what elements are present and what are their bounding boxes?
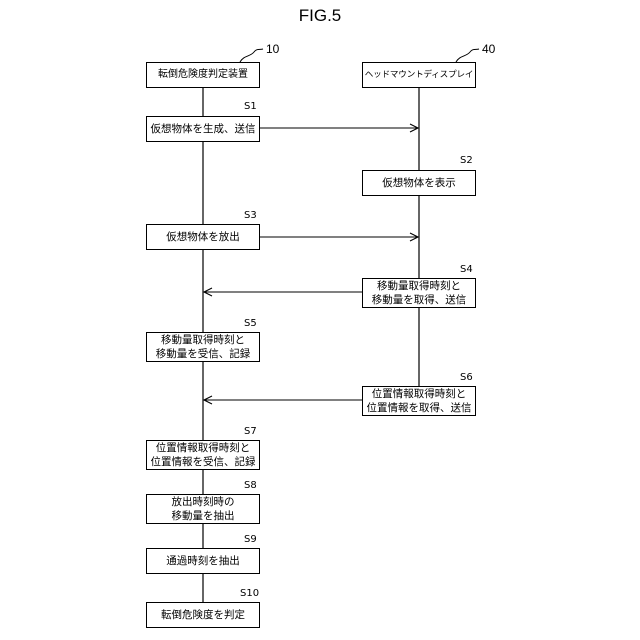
step-label-s4: S4: [460, 264, 473, 275]
right-ref-number: 40: [482, 42, 495, 56]
step-box-s2: 仮想物体を表示: [362, 170, 476, 196]
step-text-line-2: 移動量を受信、記録: [156, 347, 251, 361]
step-text: 仮想物体を生成、送信: [151, 122, 256, 136]
step-text-line-2: 移動量を抽出: [172, 509, 235, 523]
step-box-s3: 仮想物体を放出: [146, 224, 260, 250]
step-text-line-1: 移動量取得時刻と: [377, 279, 461, 293]
step-text: 通過時刻を抽出: [166, 554, 240, 568]
step-text: 仮想物体を放出: [166, 230, 240, 244]
hmd-header-label: ヘッドマウントディスプレイ: [365, 68, 474, 82]
step-box-s8: 放出時刻時の 移動量を抽出: [146, 494, 260, 524]
step-box-s4: 移動量取得時刻と 移動量を取得、送信: [362, 278, 476, 308]
step-text: 仮想物体を表示: [382, 176, 456, 190]
step-box-s6: 位置情報取得時刻と 位置情報を取得、送信: [362, 386, 476, 416]
step-label-s2: S2: [460, 155, 473, 166]
step-box-s7: 位置情報取得時刻と 位置情報を受信、記録: [146, 440, 260, 470]
step-box-s5: 移動量取得時刻と 移動量を受信、記録: [146, 332, 260, 362]
step-text-line-2: 移動量を取得、送信: [372, 293, 467, 307]
right-ref-leader: [456, 49, 479, 62]
step-text: 転倒危険度を判定: [161, 608, 245, 622]
step-text-line-1: 位置情報取得時刻と: [156, 441, 251, 455]
device-header-box: 転倒危険度判定装置: [146, 62, 260, 88]
step-label-s6: S6: [460, 372, 473, 383]
step-label-s10: S10: [240, 588, 259, 599]
step-label-s9: S9: [244, 534, 257, 545]
step-text-line-2: 位置情報を受信、記録: [151, 455, 256, 469]
step-text-line-1: 移動量取得時刻と: [161, 333, 245, 347]
step-box-s1: 仮想物体を生成、送信: [146, 116, 260, 142]
step-label-s8: S8: [244, 480, 257, 491]
step-box-s9: 通過時刻を抽出: [146, 548, 260, 574]
left-ref-leader: [240, 49, 263, 62]
step-label-s3: S3: [244, 210, 257, 221]
left-ref-number: 10: [266, 42, 279, 56]
step-label-s5: S5: [244, 318, 257, 329]
step-label-s7: S7: [244, 426, 257, 437]
hmd-header-box: ヘッドマウントディスプレイ: [362, 62, 476, 88]
step-label-s1: S1: [244, 101, 257, 112]
step-text-line-1: 位置情報取得時刻と: [372, 387, 467, 401]
step-box-s10: 転倒危険度を判定: [146, 602, 260, 628]
step-text-line-2: 位置情報を取得、送信: [367, 401, 472, 415]
device-header-label: 転倒危険度判定装置: [158, 68, 248, 82]
step-text-line-1: 放出時刻時の: [172, 495, 235, 509]
